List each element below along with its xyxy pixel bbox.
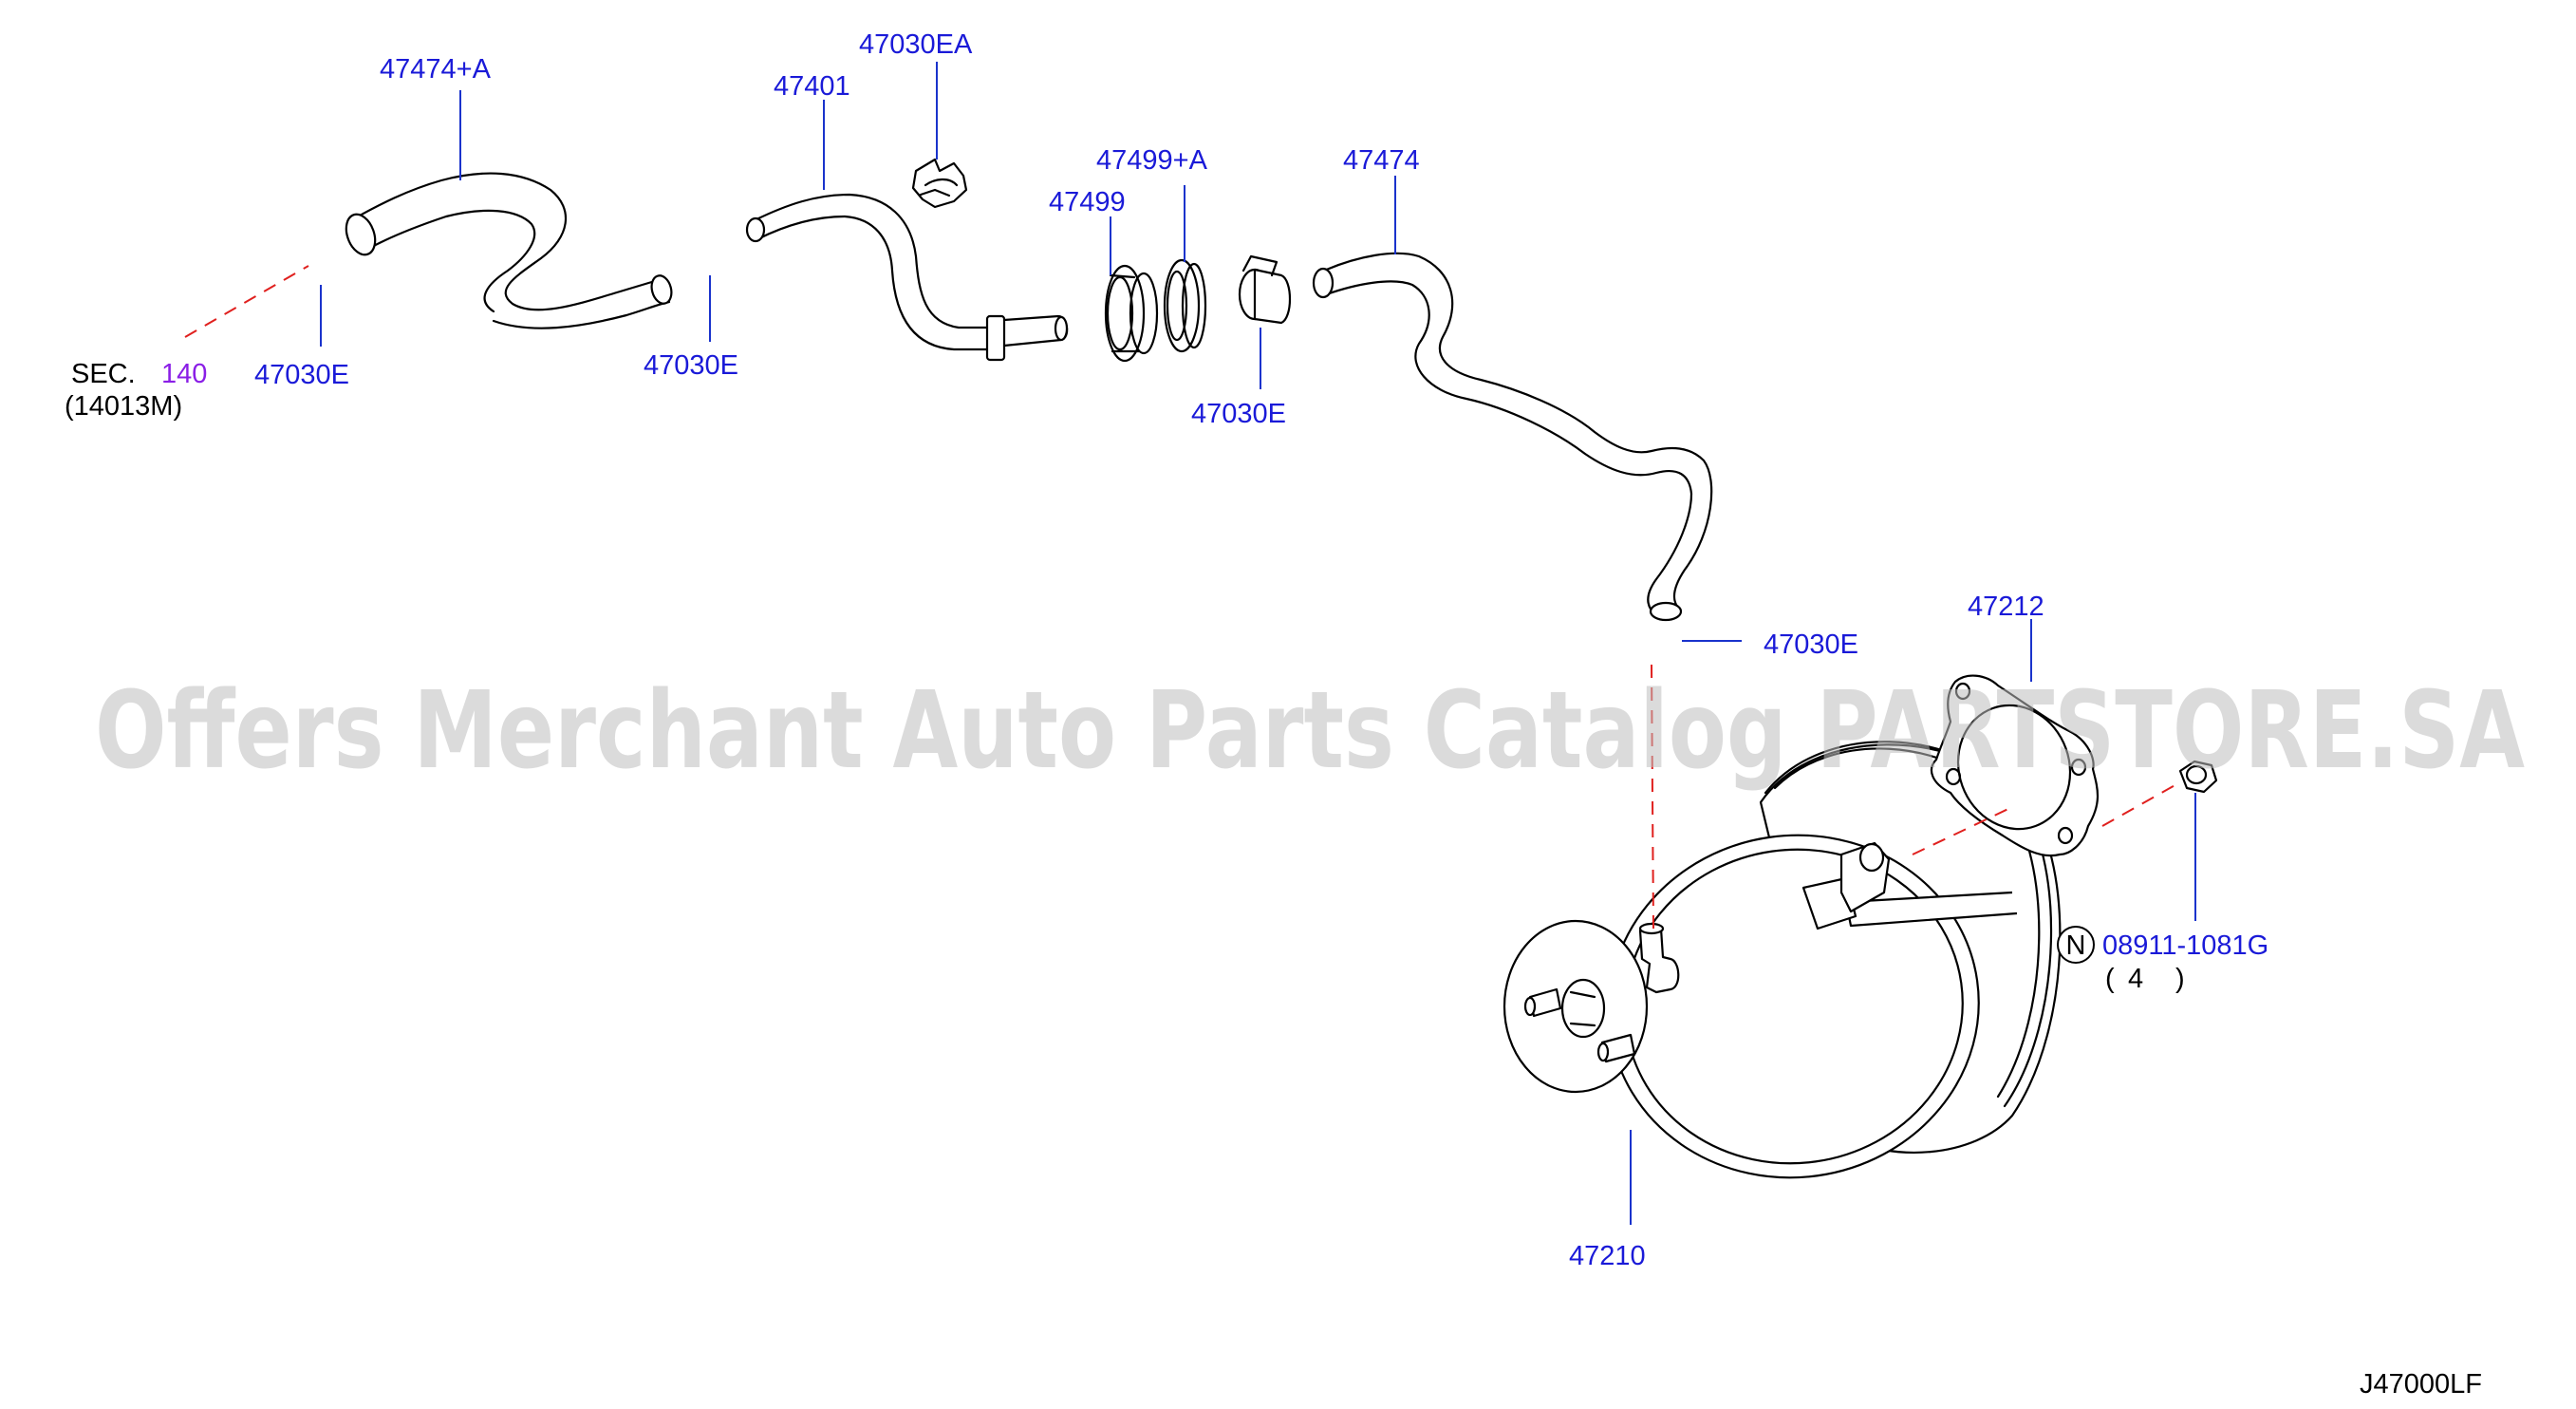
label-47030e-mid[interactable]: 47030E [644, 350, 738, 381]
label-08911-1081g[interactable]: 08911-1081G [2102, 930, 2268, 961]
label-47499-a[interactable]: 47499+A [1096, 145, 1208, 176]
watermark: Offers Merchant Auto Parts Catalog PARTS… [95, 669, 2525, 793]
clamp-47030e-right-drawing [1238, 254, 1291, 325]
hose-47474-a-drawing [345, 172, 673, 329]
hose-47474-drawing [1312, 252, 1713, 622]
qty-open-paren: ( [2105, 964, 2115, 994]
label-47212[interactable]: 47212 [1968, 592, 2044, 622]
diagram-code: J47000LF [2360, 1369, 2482, 1400]
leader-lines [320, 62, 2196, 1225]
n-symbol-circle [2057, 926, 2095, 964]
booster-47210-drawing [1503, 741, 2062, 1179]
section-prefix: SEC. [71, 359, 136, 389]
section-number-link[interactable]: 140 [161, 359, 207, 389]
dashed-reference-lines [184, 265, 2179, 930]
qty-close-paren: ) [2175, 964, 2185, 994]
qty-value: 4 [2128, 964, 2143, 994]
n-symbol: N [2066, 930, 2086, 961]
label-47030e-left[interactable]: 47030E [254, 360, 349, 390]
label-47030ea[interactable]: 47030EA [859, 29, 973, 60]
label-47499[interactable]: 47499 [1049, 187, 1126, 217]
nut-08911-1081g-drawing [2178, 760, 2218, 794]
hose-47401-drawing [745, 193, 1069, 362]
label-47474[interactable]: 47474 [1343, 145, 1420, 176]
gasket-47212-drawing [1930, 674, 2100, 857]
label-47401[interactable]: 47401 [774, 71, 850, 102]
label-47030e-right[interactable]: 47030E [1191, 399, 1286, 429]
label-47030e-booster[interactable]: 47030E [1764, 629, 1858, 660]
label-47474-a[interactable]: 47474+A [380, 54, 492, 85]
section-sub: (14013M) [65, 391, 182, 422]
label-47210[interactable]: 47210 [1569, 1241, 1646, 1271]
clip-47030ea-drawing [911, 158, 968, 209]
valve-47499-drawing [1104, 264, 1159, 363]
seal-47499-a-drawing [1163, 258, 1207, 353]
